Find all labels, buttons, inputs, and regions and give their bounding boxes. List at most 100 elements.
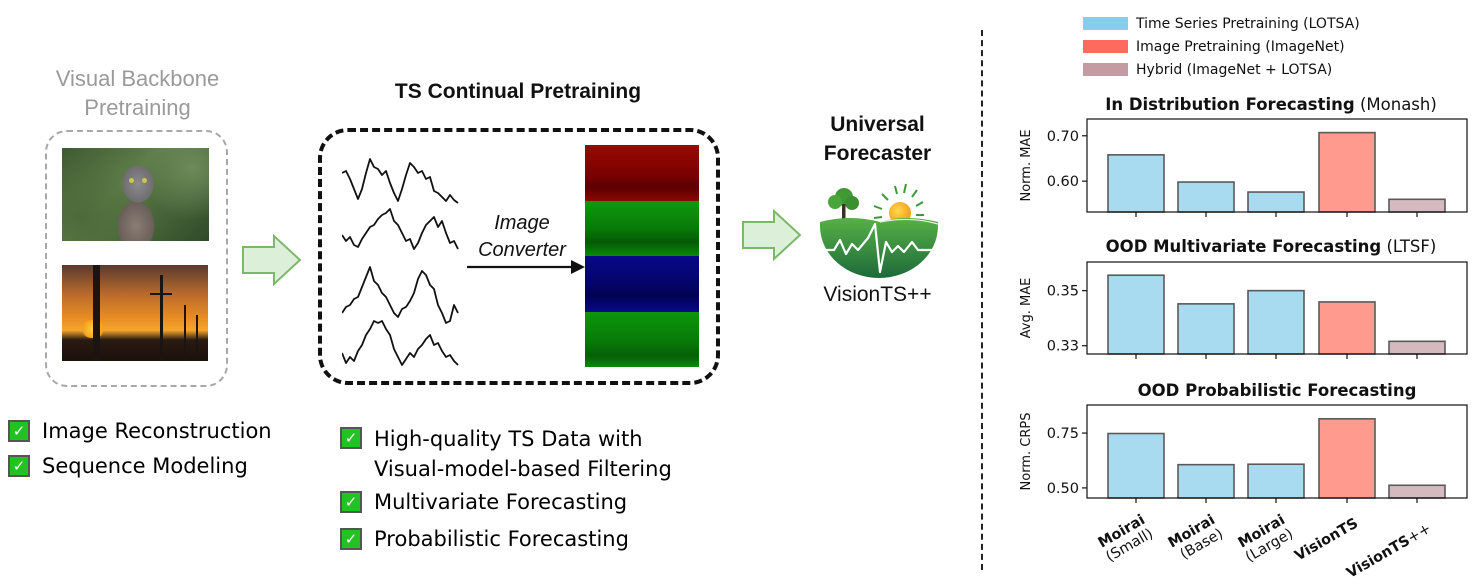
plot-frame: [1086, 261, 1468, 355]
legend-label: Time Series Pretraining (LOTSA): [1136, 15, 1360, 32]
y-tick-label: 0.33: [1047, 339, 1079, 355]
bar-hybrid: [1388, 340, 1446, 355]
y-tick-label: 0.35: [1047, 284, 1079, 300]
image-band-green: [585, 311, 699, 367]
bar-ts: [1247, 191, 1305, 213]
stage1-title: Visual Backbone Pretraining: [40, 64, 235, 122]
waveform-line: [342, 208, 459, 250]
waveform-line: [342, 320, 459, 366]
x-label-model: VisionTS: [1292, 515, 1361, 564]
chart-title: OOD Multivariate Forecasting (LTSF): [1106, 237, 1437, 256]
bar-ts: [1107, 274, 1165, 355]
x-label-model-name: VisionTS: [1344, 533, 1413, 582]
y-tick-label: 0.60: [1047, 174, 1079, 190]
checklist-label-line2: Visual-model-based Filtering: [374, 457, 672, 481]
bar-ts: [1177, 181, 1235, 213]
owl-photo: [62, 148, 209, 241]
legend-label: Hybrid (ImageNet + LOTSA): [1136, 61, 1333, 78]
bar-image: [1318, 301, 1376, 355]
legend-label: Image Pretraining (ImageNet): [1136, 38, 1345, 55]
sunset-power-lines-photo: [62, 265, 208, 361]
bar-image: [1318, 418, 1376, 499]
stage2-title: TS Continual Pretraining: [394, 80, 642, 103]
x-axis-category-label: Moirai(Small): [1096, 512, 1156, 566]
stage3-title-line2: Forecaster: [823, 142, 932, 165]
chart-legend: Time Series Pretraining (LOTSA) Image Pr…: [1083, 12, 1360, 81]
waveform-line: [342, 158, 459, 204]
x-axis-category-label: Moirai(Base): [1166, 512, 1226, 563]
plot-frame: [1086, 404, 1468, 499]
stage3-title-line1: Universal: [830, 113, 925, 136]
section-divider: [981, 30, 983, 570]
owl-eye: [142, 178, 147, 183]
checkbox-checked-icon: ✓: [8, 420, 30, 442]
bar-image: [1318, 131, 1376, 213]
stage3-title: Universal Forecaster: [790, 110, 965, 168]
power-pole: [196, 315, 198, 361]
chart-title-bold: In Distribution Forecasting: [1105, 95, 1355, 114]
converter-label-line1: Image: [494, 212, 550, 234]
power-pole: [184, 305, 186, 361]
flow-arrow-icon: [742, 208, 802, 262]
converter-label-line2: Converter: [478, 239, 566, 261]
checklist-item: ✓ Probabilistic Forecasting: [340, 525, 629, 553]
power-pole: [93, 265, 100, 361]
checklist-item: ✓ Multivariate Forecasting: [340, 488, 627, 516]
checklist-item: ✓ High-quality TS Data with Visual-model…: [340, 424, 672, 484]
bar-ts: [1107, 154, 1165, 213]
time-series-waveforms: [342, 158, 459, 366]
bar-ts: [1177, 303, 1235, 355]
y-tick-label: 0.75: [1047, 426, 1079, 442]
chart-title-suffix: (Monash): [1355, 95, 1437, 114]
bar-ts: [1247, 463, 1305, 499]
chart-title: In Distribution Forecasting (Monash): [1105, 95, 1437, 114]
checklist-label: High-quality TS Data with Visual-model-b…: [374, 424, 672, 484]
visionts-logo-icon: [820, 183, 939, 278]
x-axis-category-label: VisionTS: [1292, 515, 1361, 564]
owl-eye: [129, 178, 134, 183]
y-tick-label: 0.50: [1047, 481, 1079, 497]
y-axis-label: Avg. MAE: [1019, 278, 1034, 339]
checklist-label-line1: High-quality TS Data with: [374, 427, 643, 451]
bar-ts: [1107, 432, 1165, 499]
legend-item: Image Pretraining (ImageNet): [1083, 35, 1360, 58]
x-axis-category-label: Moirai(Large): [1236, 512, 1296, 566]
plot-frame: [1086, 118, 1468, 213]
chart-title-suffix: (LTSF): [1381, 237, 1436, 256]
power-pole-crossbar: [150, 293, 172, 295]
model-name: VisionTS++: [823, 283, 932, 306]
checkbox-checked-icon: ✓: [340, 491, 362, 513]
power-pole: [160, 275, 163, 361]
image-band-green: [585, 200, 699, 256]
legend-item: Time Series Pretraining (LOTSA): [1083, 12, 1360, 35]
stage1-dashed-box: [45, 130, 228, 387]
flow-arrow-icon: [242, 233, 302, 287]
checklist-label: Probabilistic Forecasting: [374, 527, 629, 551]
chart-title: OOD Probabilistic Forecasting: [1138, 381, 1417, 400]
y-axis-label: Norm. MAE: [1019, 129, 1034, 201]
checkbox-checked-icon: ✓: [8, 455, 30, 477]
bar-hybrid: [1388, 484, 1446, 499]
y-tick-label: 0.70: [1047, 129, 1079, 145]
checklist-item: ✓ Image Reconstruction: [8, 417, 272, 445]
chart-title-bold: OOD Probabilistic Forecasting: [1138, 381, 1417, 400]
bar-hybrid: [1388, 198, 1446, 213]
rgb-time-series-image: [585, 145, 699, 367]
legend-swatch-image: [1083, 40, 1128, 53]
converter-arrow-icon: [467, 260, 585, 274]
checklist-label: Image Reconstruction: [42, 419, 272, 443]
waveform-line: [342, 266, 459, 324]
checklist-label: Sequence Modeling: [42, 454, 248, 478]
image-converter-label: Image Converter: [462, 210, 582, 264]
legend-swatch-hybrid: [1083, 63, 1128, 76]
stage2-dashed-box: [318, 128, 720, 385]
checklist-item: ✓ Sequence Modeling: [8, 452, 248, 480]
image-band-red: [585, 145, 699, 201]
chart-title-bold: OOD Multivariate Forecasting: [1106, 237, 1382, 256]
stage1-title-line2: Pretraining: [84, 95, 191, 120]
legend-item: Hybrid (ImageNet + LOTSA): [1083, 58, 1360, 81]
stage1-title-line1: Visual Backbone: [55, 66, 220, 91]
checkbox-checked-icon: ✓: [340, 427, 362, 449]
checkbox-checked-icon: ✓: [340, 528, 362, 550]
